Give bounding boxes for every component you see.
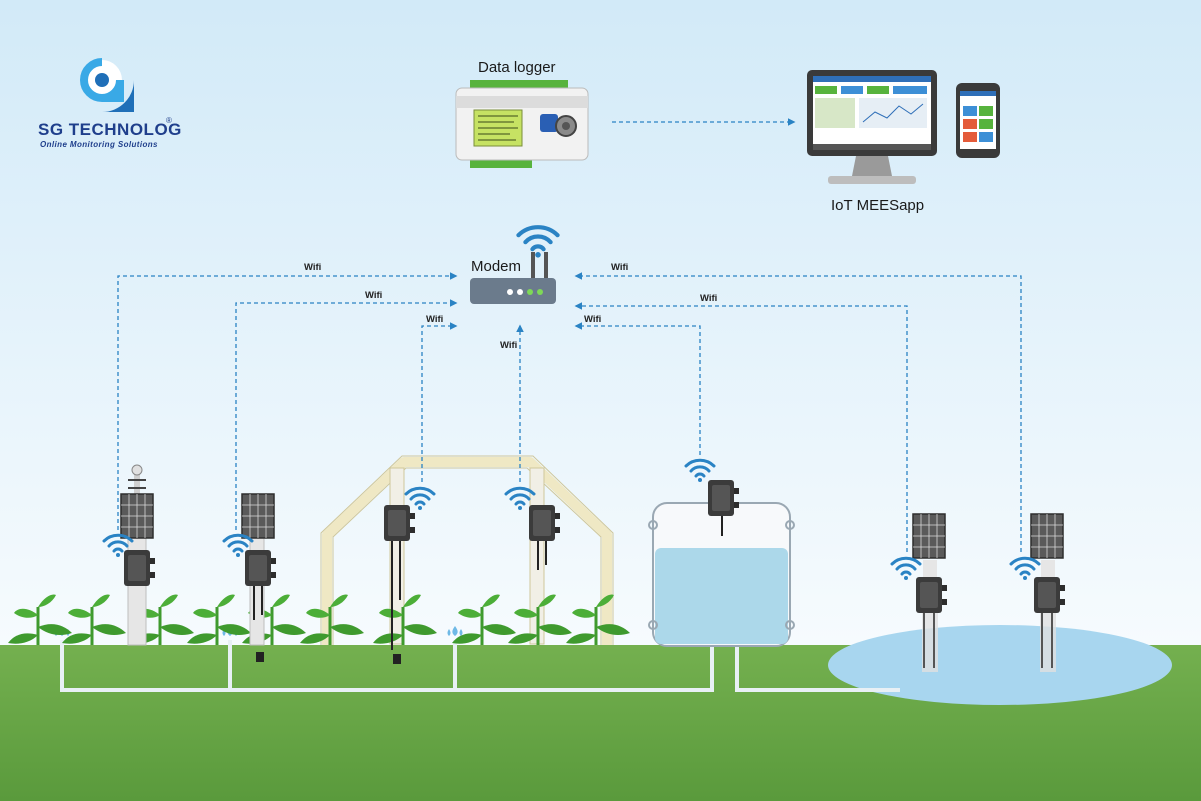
wifi-label-pond-right: Wifi bbox=[611, 262, 629, 273]
data-logger-label: Data logger bbox=[478, 59, 556, 76]
greenhouse-node-left bbox=[384, 486, 436, 664]
wifi-label-solar-soil: Wifi bbox=[365, 290, 383, 301]
water-tank-node bbox=[684, 458, 739, 536]
iot-app-label: IoT MEESapp bbox=[831, 197, 925, 214]
sg-technology-logo bbox=[70, 48, 134, 112]
modem-label: Modem bbox=[471, 258, 522, 275]
water-tank bbox=[648, 502, 795, 647]
pond-node-right bbox=[1009, 513, 1065, 672]
registered-mark: ® bbox=[166, 116, 172, 125]
irrigation-pipes bbox=[60, 640, 900, 692]
modem-device bbox=[470, 227, 558, 304]
wifi-label-weather-station: Wifi bbox=[304, 262, 322, 273]
wifi-label-greenhouse-right: Wifi bbox=[500, 340, 518, 351]
brand-tagline: Online Monitoring Solutions bbox=[40, 140, 158, 149]
pond-node-left bbox=[890, 513, 947, 672]
greenhouse-node-right bbox=[504, 486, 560, 570]
mobile-phone bbox=[956, 83, 1000, 158]
brand-name: SG TECHNOLOG bbox=[38, 120, 182, 139]
wifi-label-water-tank: Wifi bbox=[584, 314, 602, 325]
weather-station-node bbox=[102, 464, 155, 646]
wifi-label-greenhouse-left: Wifi bbox=[426, 314, 444, 325]
solar-soil-node bbox=[222, 493, 276, 662]
wifi-links bbox=[117, 272, 1022, 552]
desktop-monitor bbox=[807, 70, 937, 184]
wifi-label-pond-left: Wifi bbox=[700, 293, 718, 304]
pond bbox=[828, 625, 1172, 705]
data-logger-device bbox=[455, 80, 589, 168]
greenhouse-frame bbox=[322, 457, 612, 645]
